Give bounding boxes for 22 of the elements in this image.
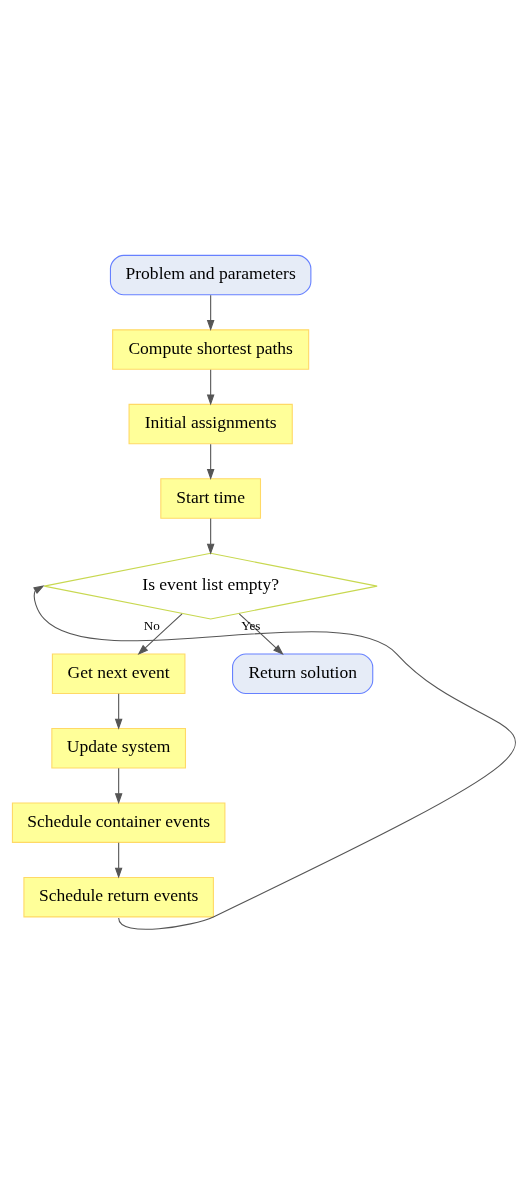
node-box: Update system — [51, 727, 186, 768]
arrow — [114, 767, 123, 804]
node-box: Problem and parameters — [109, 254, 312, 295]
arrow — [206, 294, 215, 331]
node-box: Schedule container events — [11, 801, 226, 843]
arrow — [114, 692, 123, 730]
edge-label: Yes — [241, 617, 261, 633]
edge-label: No — [143, 617, 160, 633]
arrow — [33, 584, 517, 930]
node-box: Get next event — [51, 653, 186, 694]
arrow — [206, 368, 215, 405]
arrow — [114, 841, 123, 879]
arrow — [137, 612, 183, 655]
node-box: Return solution — [232, 653, 374, 694]
arrow — [206, 443, 215, 480]
node-box: Initial assignments — [128, 403, 293, 444]
arrow — [238, 612, 284, 655]
arrow — [206, 517, 215, 555]
node-box: Start time — [160, 477, 262, 519]
node-box: Schedule return events — [23, 876, 214, 917]
node-box: Compute shortest paths — [112, 328, 310, 370]
node-diamond: Is event list empty? — [43, 552, 378, 620]
